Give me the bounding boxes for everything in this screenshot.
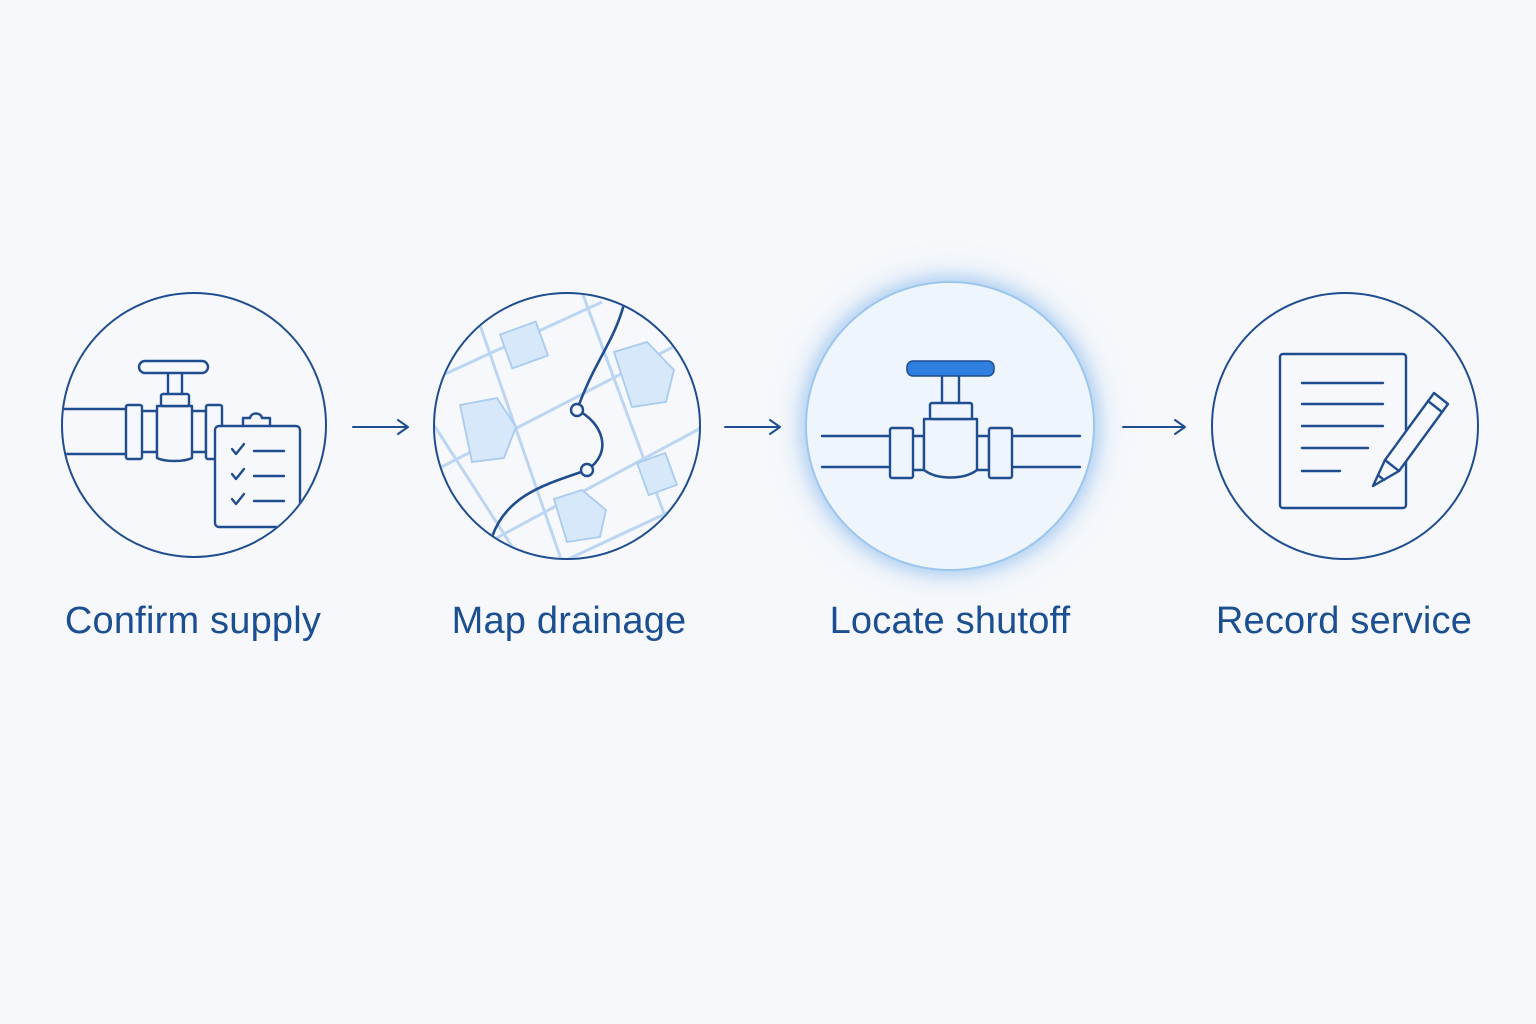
step-label: Map drainage [451, 600, 687, 642]
arrow-right-icon [724, 419, 781, 435]
step-label: Confirm supply [64, 600, 322, 642]
document-pencil-icon [1278, 352, 1450, 510]
step-label: Record service [1215, 600, 1473, 642]
valve-clipboard-icon [63, 359, 302, 529]
confirm-supply-circle [61, 292, 327, 558]
shutoff-valve-icon [820, 360, 1082, 480]
step-label: Locate shutoff [829, 600, 1071, 642]
locate-shutoff-circle [805, 281, 1095, 571]
record-service-circle [1211, 292, 1479, 560]
arrow-right-icon [352, 419, 409, 435]
map-drainage-circle [433, 292, 701, 560]
drainage-map-icon [435, 294, 699, 558]
arrow-right-icon [1122, 419, 1186, 435]
